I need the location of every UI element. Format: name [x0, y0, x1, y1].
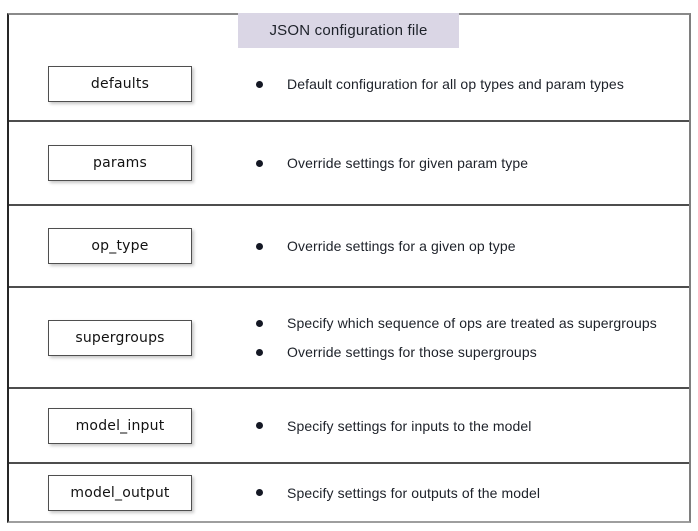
bullet-item: Default configuration for all op types a… — [256, 75, 624, 93]
section-label-box: model_output — [48, 474, 192, 511]
section-label: model_output — [70, 484, 170, 501]
bullet-text: Override settings for given param type — [287, 155, 529, 171]
diagram-title-box: JSON configuration file — [238, 13, 459, 48]
section-label-box: op_type — [48, 228, 192, 264]
bullet-icon — [256, 159, 263, 167]
section-bullets: Default configuration for all op types a… — [256, 75, 624, 93]
bullet-text: Default configuration for all op types a… — [287, 76, 624, 92]
bullet-item: Override settings for given param type — [256, 154, 528, 172]
bullet-item: Specify settings for inputs to the model — [256, 417, 531, 435]
bullet-text: Specify settings for inputs to the model — [287, 417, 532, 434]
bullet-text: Override settings for a given op type — [287, 238, 516, 254]
bullet-text: Specify which sequence of ops are treate… — [287, 315, 657, 331]
bullet-icon — [256, 80, 263, 88]
section-bullets: Specify settings for outputs of the mode… — [256, 484, 540, 502]
section-bullets: Specify which sequence of ops are treate… — [256, 314, 657, 361]
section-label: model_input — [75, 417, 165, 434]
section-label: supergroups — [75, 329, 165, 346]
diagram-title: JSON configuration file — [269, 22, 428, 39]
section-row-supergroups: supergroups Specify which sequence of op… — [9, 288, 689, 389]
section-bullets: Specify settings for inputs to the model — [256, 417, 531, 435]
bullet-item: Specify which sequence of ops are treate… — [256, 314, 657, 332]
bullet-icon — [256, 319, 263, 327]
section-label-box: supergroups — [48, 319, 192, 356]
bullet-text: Specify settings for outputs of the mode… — [287, 484, 541, 501]
bullet-item: Override settings for a given op type — [256, 237, 516, 255]
bullet-icon — [256, 489, 263, 496]
section-label: defaults — [90, 76, 150, 92]
bullet-icon — [256, 348, 263, 356]
section-row-model_output: model_output Specify settings for output… — [9, 464, 689, 521]
section-row-op_type: op_type Override settings for a given op… — [9, 206, 689, 288]
bullet-item: Specify settings for outputs of the mode… — [256, 484, 540, 502]
bullet-item: Override settings for those supergroups — [256, 343, 657, 361]
section-bullets: Override settings for a given op type — [256, 237, 516, 255]
bullet-icon — [256, 422, 263, 429]
section-label-box: defaults — [48, 66, 192, 102]
section-row-model_input: model_input Specify settings for inputs … — [9, 389, 689, 464]
section-label-box: params — [48, 145, 192, 181]
section-label-box: model_input — [48, 407, 192, 444]
section-bullets: Override settings for given param type — [256, 154, 528, 172]
section-label: op_type — [91, 238, 149, 254]
section-label: params — [93, 155, 147, 171]
bullet-text: Override settings for those supergroups — [287, 344, 537, 360]
section-row-params: params Override settings for given param… — [9, 122, 689, 206]
bullet-icon — [256, 242, 263, 250]
config-sections-frame: defaults Default configuration for all o… — [7, 13, 691, 523]
